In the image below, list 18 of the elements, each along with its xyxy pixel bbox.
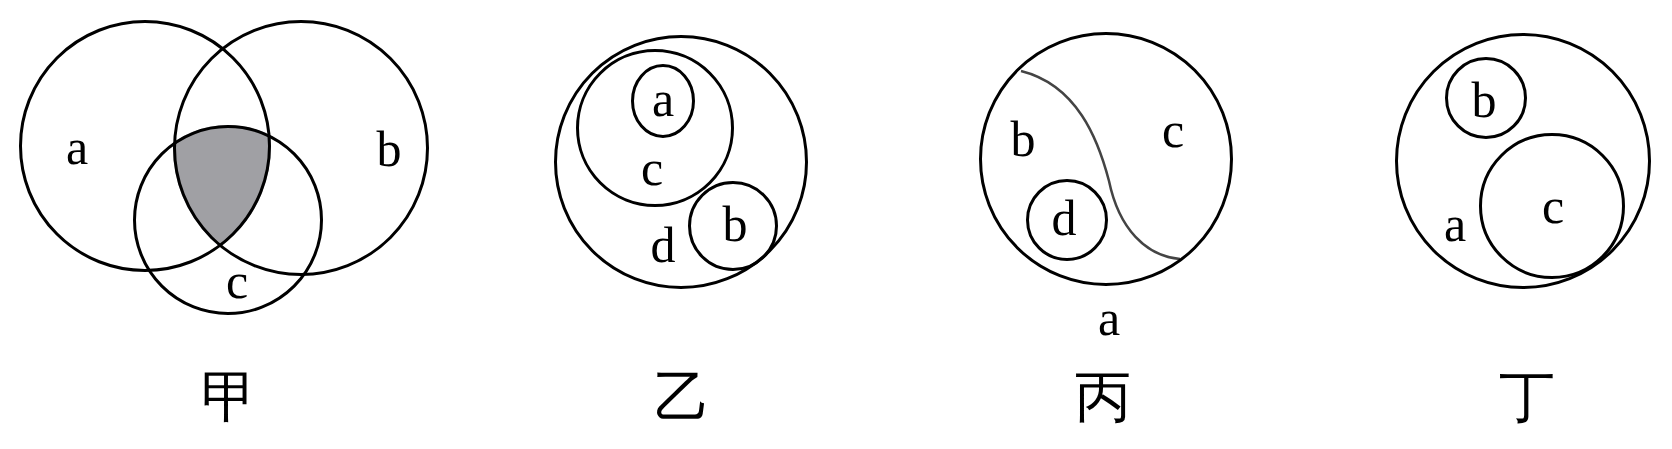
set-label: c bbox=[640, 143, 664, 193]
figure-caption: 丁 bbox=[1499, 369, 1555, 425]
figure-caption: 甲 bbox=[201, 369, 257, 425]
set-label: b bbox=[376, 124, 402, 174]
set-label: c bbox=[1541, 181, 1565, 231]
set-label: c bbox=[225, 256, 249, 306]
set-label: d bbox=[650, 220, 676, 270]
set-label: a bbox=[65, 122, 89, 172]
figure-caption: 乙 bbox=[654, 369, 710, 425]
set-label: a bbox=[1443, 199, 1467, 249]
figure-caption: 丙 bbox=[1075, 369, 1131, 425]
set-label: a bbox=[651, 74, 675, 124]
set-label: a bbox=[1097, 293, 1121, 343]
region-label: b bbox=[1010, 114, 1036, 164]
set-label: b bbox=[722, 199, 748, 249]
set-label: b bbox=[1471, 75, 1497, 125]
region-label: c bbox=[1161, 105, 1185, 155]
set-label: d bbox=[1051, 193, 1077, 243]
